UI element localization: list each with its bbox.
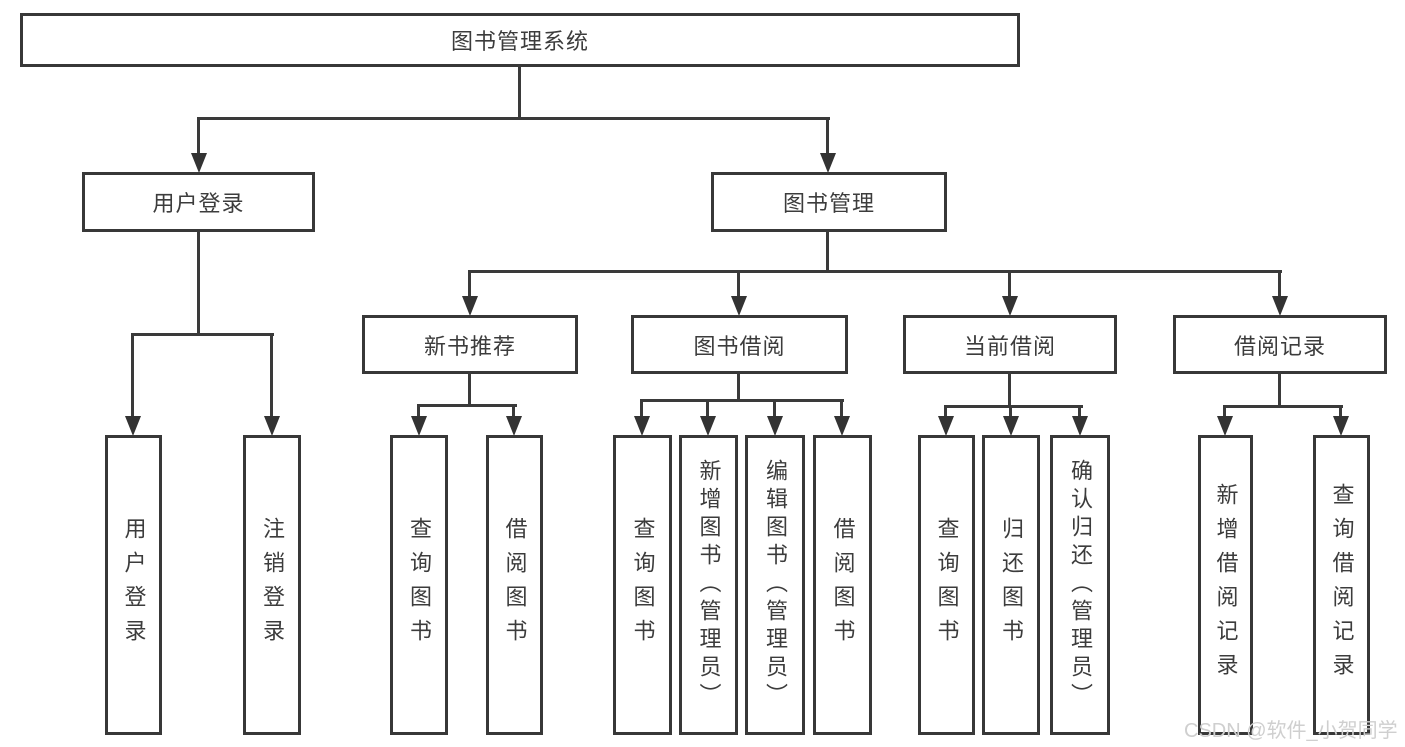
leaf-add-books-admin: 新增图书（管理员） — [679, 435, 738, 735]
connector-root-stub — [518, 65, 521, 120]
node-book-mgmt: 图书管理 — [711, 172, 947, 232]
connector-drop — [1223, 405, 1226, 418]
arrowhead — [1272, 296, 1288, 316]
arrowhead — [506, 416, 522, 436]
arrowhead — [1333, 416, 1349, 436]
node-current-borrow: 当前借阅 — [903, 315, 1117, 374]
arrowhead — [1072, 416, 1088, 436]
leaf-borrow-books-label: 借阅图书 — [830, 517, 856, 653]
leaf-add-books-admin-label: 新增图书（管理员） — [696, 459, 722, 711]
connector-new-book-branch — [417, 404, 517, 407]
connector-drop-borrow-records — [1278, 270, 1281, 299]
connector-user-login-branch — [131, 333, 274, 336]
leaf-return-books: 归还图书 — [982, 435, 1040, 735]
arrowhead — [411, 416, 427, 436]
node-new-book-recommend: 新书推荐 — [362, 315, 578, 374]
leaf-borrow-books-recommend: 借阅图书 — [486, 435, 543, 735]
leaf-logout: 注销登录 — [243, 435, 301, 735]
arrowhead — [938, 416, 954, 436]
node-root-label: 图书管理系统 — [450, 29, 589, 54]
csdn-watermark: CSDN @软件_小贺同学 — [1184, 720, 1398, 742]
leaf-query-books-current: 查询图书 — [918, 435, 975, 735]
leaf-confirm-return-admin: 确认归还（管理员） — [1050, 435, 1110, 735]
connector-book-borrow-stub — [737, 372, 740, 402]
leaf-query-borrow-record: 查询借阅记录 — [1313, 435, 1370, 735]
connector-drop-user-login — [197, 117, 200, 157]
leaf-query-books-borrow: 查询图书 — [613, 435, 672, 735]
connector-drop — [1078, 405, 1081, 418]
connector-book-mgmt-branch — [468, 270, 1282, 273]
connector-drop — [512, 404, 515, 418]
arrowhead — [834, 416, 850, 436]
node-current-borrow-label: 当前借阅 — [963, 333, 1056, 359]
arrowhead — [1217, 416, 1233, 436]
arrowhead — [1002, 296, 1018, 316]
connector-current-borrow-branch — [944, 405, 1083, 408]
leaf-query-books-recommend: 查询图书 — [390, 435, 448, 735]
leaf-query-books-recommend-label: 查询图书 — [407, 517, 432, 653]
leaf-logout-label: 注销登录 — [260, 517, 285, 653]
arrowhead — [634, 416, 650, 436]
leaf-edit-books-admin: 编辑图书（管理员） — [745, 435, 805, 735]
connector-drop-current-borrow — [1008, 270, 1011, 299]
leaf-query-borrow-record-label: 查询借阅记录 — [1329, 483, 1355, 687]
node-new-book-label: 新书推荐 — [423, 333, 516, 359]
node-user-login-label: 用户登录 — [152, 191, 245, 216]
node-user-login: 用户登录 — [82, 172, 315, 232]
connector-drop — [640, 399, 643, 418]
leaf-return-books-label: 归还图书 — [999, 517, 1024, 653]
connector-borrow-records-branch — [1223, 405, 1343, 408]
leaf-query-books-borrow-label: 查询图书 — [630, 517, 656, 653]
arrowhead — [125, 416, 141, 436]
connector-drop — [944, 405, 947, 418]
connector-user-login-stub — [197, 231, 200, 335]
node-book-mgmt-label: 图书管理 — [782, 191, 875, 216]
arrowhead — [191, 153, 207, 173]
leaf-user-login-label: 用户登录 — [121, 517, 147, 653]
leaf-confirm-return-admin-label: 确认归还（管理员） — [1068, 459, 1093, 711]
leaf-borrow-books: 借阅图书 — [813, 435, 872, 735]
leaf-borrow-books-recommend-label: 借阅图书 — [502, 517, 528, 653]
node-book-borrow-label: 图书借阅 — [693, 333, 786, 359]
node-borrow-records-label: 借阅记录 — [1233, 333, 1326, 359]
connector-drop-leaf-logout — [270, 333, 273, 417]
leaf-query-books-current-label: 查询图书 — [934, 517, 960, 653]
arrowhead — [767, 416, 783, 436]
leaf-user-login: 用户登录 — [105, 435, 162, 735]
connector-drop — [840, 399, 843, 418]
connector-drop — [417, 404, 420, 418]
arrowhead — [1003, 416, 1019, 436]
arrowhead — [820, 153, 836, 173]
connector-drop-book-borrow — [737, 270, 740, 299]
connector-drop-leaf-user-login — [131, 333, 134, 417]
arrowhead — [731, 296, 747, 316]
leaf-add-borrow-record-label: 新增借阅记录 — [1213, 483, 1239, 687]
arrowhead — [700, 416, 716, 436]
connector-drop-book-mgmt — [826, 117, 829, 157]
connector-book-borrow-branch — [640, 399, 844, 402]
connector-current-borrow-stub — [1008, 372, 1011, 407]
arrowhead — [462, 296, 478, 316]
connector-drop — [773, 399, 776, 418]
connector-new-book-stub — [468, 372, 471, 406]
connector-drop-new-book — [468, 270, 471, 299]
leaf-add-borrow-record: 新增借阅记录 — [1198, 435, 1253, 735]
node-book-borrow: 图书借阅 — [631, 315, 848, 374]
node-root: 图书管理系统 — [20, 13, 1020, 67]
connector-drop — [706, 399, 709, 418]
connector-drop — [1339, 405, 1342, 418]
leaf-edit-books-admin-label: 编辑图书（管理员） — [763, 459, 788, 711]
connector-root-branch — [197, 117, 830, 120]
node-borrow-records: 借阅记录 — [1173, 315, 1387, 374]
arrowhead — [264, 416, 280, 436]
connector-borrow-records-stub — [1278, 372, 1281, 407]
connector-book-mgmt-stub — [826, 231, 829, 273]
connector-drop — [1009, 405, 1012, 418]
